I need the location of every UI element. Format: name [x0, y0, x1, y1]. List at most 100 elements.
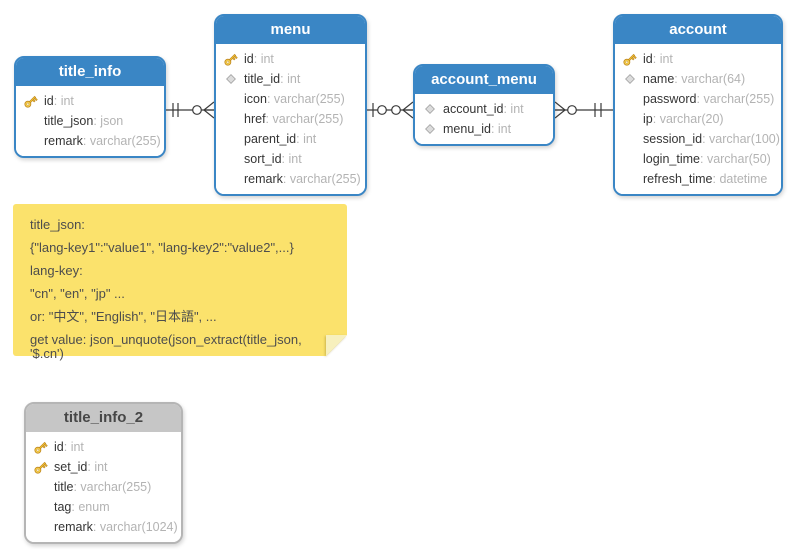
relationship-connector-menu-account_menu[interactable]: [367, 98, 413, 122]
field-name: set_id: [54, 460, 88, 474]
table-field-list: id int title_json json remark varchar(25…: [16, 86, 164, 156]
note-line: {"lang-key1":"value1", "lang-key2":"valu…: [30, 240, 294, 255]
table-title_info[interactable]: title_info id int title_json json remark…: [14, 56, 166, 158]
field-icon: [33, 460, 54, 475]
relationship-connector-title_info-menu[interactable]: [166, 98, 214, 122]
table-title[interactable]: title_info_2: [26, 404, 181, 432]
field-row-tag[interactable]: tag enum: [26, 497, 181, 517]
field-icon: [422, 123, 443, 135]
field-type: int: [280, 72, 300, 86]
index-diamond-icon: [425, 104, 435, 114]
field-row-href[interactable]: href varchar(255): [216, 109, 365, 129]
note-line: or: "中文", "English", "日本語", ...: [30, 309, 217, 324]
field-row-title_json[interactable]: title_json json: [16, 111, 164, 131]
field-row-remark[interactable]: remark varchar(1024): [26, 517, 181, 537]
field-name: remark: [44, 134, 83, 148]
field-icon: [622, 52, 643, 67]
field-type: varchar(100): [702, 132, 780, 146]
field-name: refresh_time: [643, 172, 713, 186]
relationship-connector-account_menu-account[interactable]: [555, 98, 613, 122]
table-field-list: id int set_id int title varchar(255) tag…: [26, 432, 181, 542]
field-row-menu_id[interactable]: menu_id int: [415, 119, 553, 139]
field-type: int: [87, 460, 107, 474]
field-row-set_id[interactable]: set_id int: [26, 457, 181, 477]
field-name: menu_id: [443, 122, 491, 136]
field-type: int: [503, 102, 523, 116]
field-row-account_id[interactable]: account_id int: [415, 99, 553, 119]
field-row-remark[interactable]: remark varchar(255): [16, 131, 164, 151]
primary-key-icon: [34, 461, 48, 474]
field-type: varchar(255): [283, 172, 361, 186]
field-row-login_time[interactable]: login_time varchar(50): [615, 149, 781, 169]
field-name: icon: [244, 92, 267, 106]
table-menu[interactable]: menu id int title_id int icon varchar(25…: [214, 14, 367, 196]
table-title_info_2[interactable]: title_info_2 id int set_id int title var…: [24, 402, 183, 544]
field-type: varchar(255): [73, 480, 151, 494]
field-row-icon[interactable]: icon varchar(255): [216, 89, 365, 109]
table-title[interactable]: account_menu: [415, 66, 553, 94]
field-row-title[interactable]: title varchar(255): [26, 477, 181, 497]
field-name: parent_id: [244, 132, 297, 146]
field-name: remark: [54, 520, 93, 534]
field-row-id[interactable]: id int: [216, 49, 365, 69]
primary-key-icon: [623, 53, 637, 66]
primary-key-icon: [24, 95, 38, 108]
field-row-password[interactable]: password varchar(255): [615, 89, 781, 109]
field-name: login_time: [643, 152, 700, 166]
field-type: varchar(255): [697, 92, 774, 106]
field-row-remark[interactable]: remark varchar(255): [216, 169, 365, 189]
field-icon: [223, 52, 244, 67]
note-fold-corner-icon: [326, 335, 347, 356]
field-type: varchar(1024): [93, 520, 178, 534]
index-diamond-icon: [226, 74, 236, 84]
field-type: enum: [71, 500, 109, 514]
note-line: "cn", "en", "jp" ...: [30, 286, 125, 301]
field-row-id[interactable]: id int: [26, 437, 181, 457]
field-type: int: [282, 152, 301, 166]
field-type: varchar(50): [700, 152, 771, 166]
sticky-note-text: title_json: {"lang-key1":"value1", "lang-…: [30, 218, 333, 361]
field-icon: [33, 440, 54, 455]
field-name: id: [54, 440, 64, 454]
table-field-list: account_id int menu_id int: [415, 94, 553, 144]
field-type: datetime: [712, 172, 767, 186]
field-row-id[interactable]: id int: [615, 49, 781, 69]
table-account_menu[interactable]: account_menu account_id int menu_id int: [413, 64, 555, 146]
field-name: name: [643, 72, 675, 86]
note-line: title_json:: [30, 217, 85, 232]
field-type: varchar(255): [83, 134, 161, 148]
field-type: varchar(64): [674, 72, 745, 86]
field-icon: [23, 94, 44, 109]
field-row-sort_id[interactable]: sort_id int: [216, 149, 365, 169]
table-account[interactable]: account id int name varchar(64) password…: [613, 14, 783, 196]
primary-key-icon: [224, 53, 238, 66]
field-row-parent_id[interactable]: parent_id int: [216, 129, 365, 149]
field-type: int: [653, 52, 673, 66]
table-title[interactable]: title_info: [16, 58, 164, 86]
sticky-note[interactable]: title_json: {"lang-key1":"value1", "lang-…: [13, 204, 347, 361]
field-row-refresh_time[interactable]: refresh_time datetime: [615, 169, 781, 189]
field-name: id: [643, 52, 653, 66]
field-name: href: [244, 112, 266, 126]
index-diamond-icon: [625, 74, 635, 84]
field-type: varchar(255): [266, 112, 344, 126]
field-row-id[interactable]: id int: [16, 91, 164, 111]
field-type: int: [64, 440, 84, 454]
table-title[interactable]: menu: [216, 16, 365, 44]
field-name: password: [643, 92, 697, 106]
field-name: remark: [244, 172, 283, 186]
field-name: title_json: [44, 114, 94, 128]
table-title[interactable]: account: [615, 16, 781, 44]
field-type: int: [254, 52, 274, 66]
field-name: session_id: [643, 132, 703, 146]
field-name: id: [44, 94, 54, 108]
field-type: int: [296, 132, 316, 146]
field-row-title_id[interactable]: title_id int: [216, 69, 365, 89]
field-row-name[interactable]: name varchar(64): [615, 69, 781, 89]
field-icon: [422, 103, 443, 115]
field-name: account_id: [443, 102, 504, 116]
field-row-session_id[interactable]: session_id varchar(100): [615, 129, 781, 149]
field-row-ip[interactable]: ip varchar(20): [615, 109, 781, 129]
field-name: sort_id: [244, 152, 282, 166]
field-name: title: [54, 480, 74, 494]
